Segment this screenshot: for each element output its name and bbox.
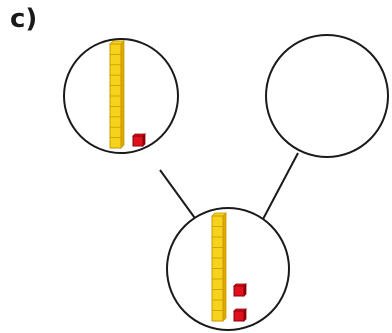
part-circle-right[interactable] [265, 34, 389, 158]
whole-circle [166, 207, 290, 331]
unit-cube-left [132, 135, 144, 147]
unit-cube-whole [233, 310, 245, 322]
connector-left [159, 169, 198, 222]
base-ten-blocks [109, 40, 247, 322]
part-label: c) [10, 4, 38, 34]
unit-cube-whole [233, 285, 245, 297]
connector-right [261, 152, 299, 222]
